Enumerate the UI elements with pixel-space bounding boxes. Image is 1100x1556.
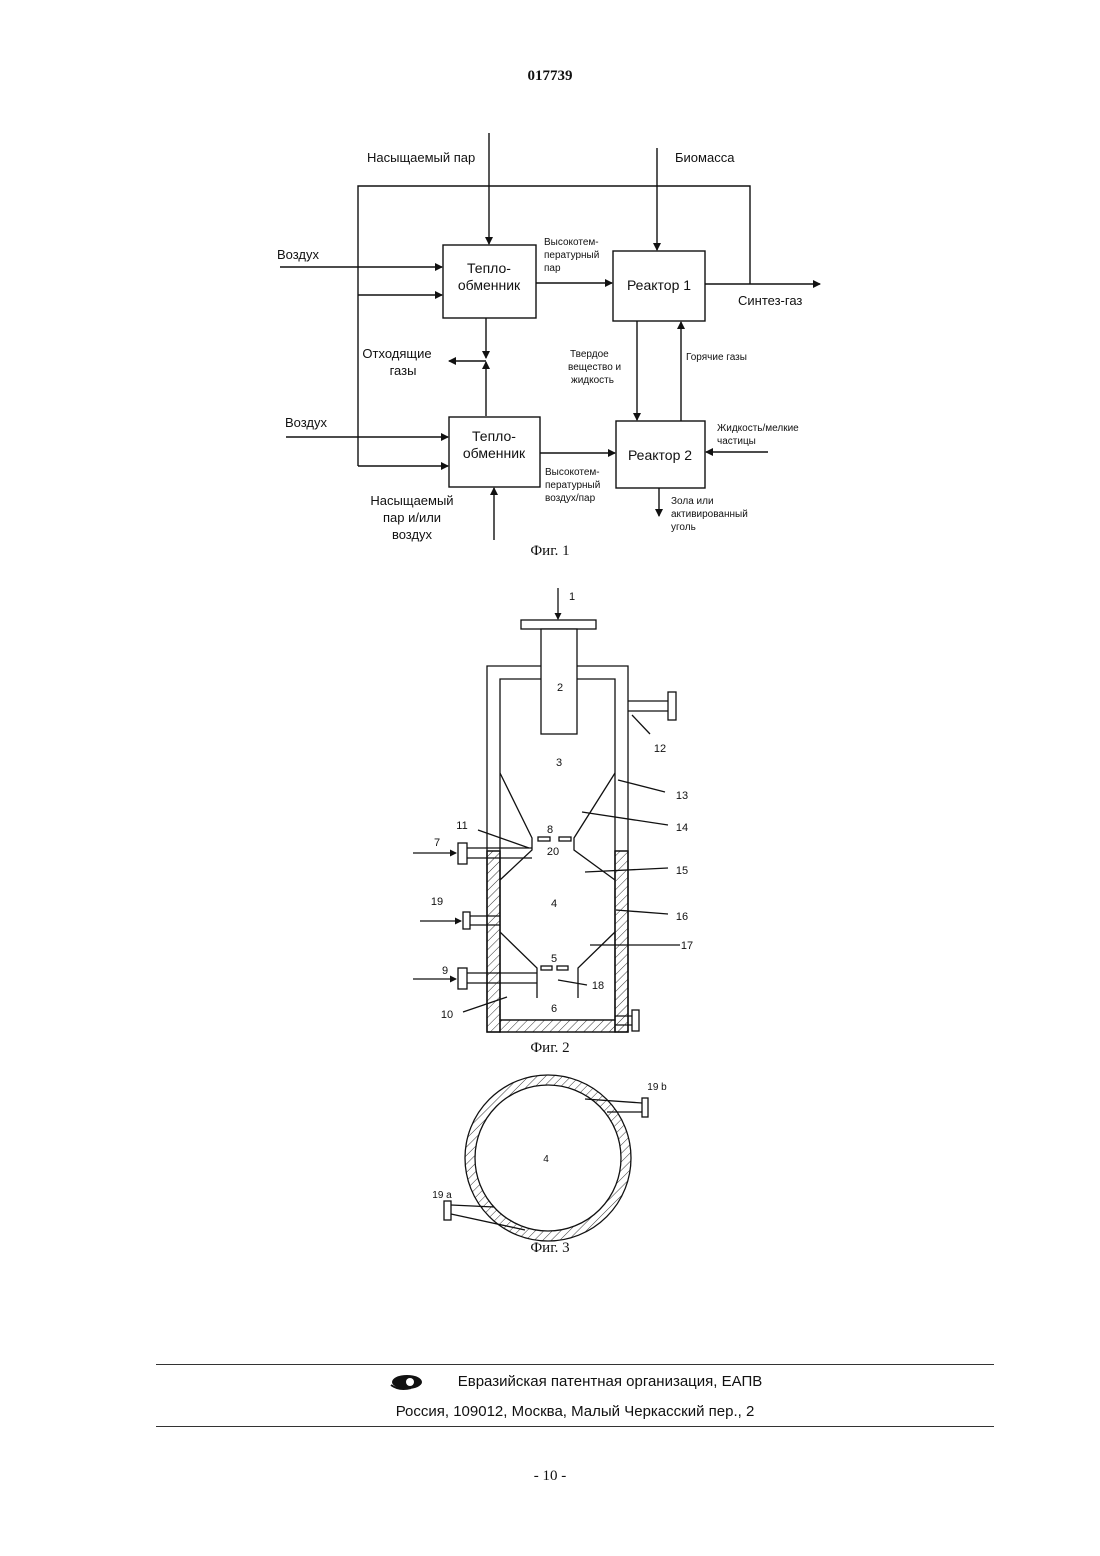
part-15: 15 <box>676 865 688 877</box>
label-exhaust-2: газы <box>390 363 417 378</box>
part-18: 18 <box>592 980 604 992</box>
hx-bottom-label-2: обменник <box>463 445 526 461</box>
label-ash-2: активированный <box>671 509 748 520</box>
part-14: 14 <box>676 822 688 834</box>
label-solid-2: вещество и <box>568 362 621 373</box>
reactor2-label: Реактор 2 <box>628 447 692 463</box>
figure-1-flow-diagram: Тепло- обменник Реактор 1 Тепло- обменни… <box>0 0 1100 560</box>
hx-bottom-label-1: Тепло- <box>472 428 516 444</box>
label-sat-steam-air-2: пар и/или <box>383 510 441 525</box>
footer-bottom-rule <box>156 1426 994 1427</box>
part-7: 7 <box>434 837 440 849</box>
part-17: 17 <box>681 940 693 952</box>
part-6: 6 <box>551 1003 557 1015</box>
part-12: 12 <box>654 743 666 755</box>
label-hot-air-2: пературный <box>545 480 600 491</box>
part-19: 19 <box>431 896 443 908</box>
label-saturated-steam: Насыщаемый пар <box>367 150 475 165</box>
part-8: 8 <box>547 824 553 836</box>
part-1: 1 <box>569 591 575 603</box>
part-4: 4 <box>551 898 557 910</box>
label-liquid-1: Жидкость/мелкие <box>717 423 799 434</box>
reactor1-label: Реактор 1 <box>627 277 691 293</box>
part-11: 11 <box>456 820 467 832</box>
part-9: 9 <box>442 965 448 977</box>
figure-2-caption: Фиг. 2 <box>490 1040 610 1057</box>
label-syngas: Синтез-газ <box>738 293 802 308</box>
fig3-label-4: 4 <box>543 1154 549 1165</box>
label-air-bottom: Воздух <box>285 415 328 430</box>
label-ash-1: Зола или <box>671 496 714 507</box>
figure-1-caption: Фиг. 1 <box>490 543 610 560</box>
label-solid-3: жидкость <box>571 375 614 386</box>
label-liquid-2: частицы <box>717 436 756 447</box>
label-hot-air-3: воздух/пар <box>545 493 596 504</box>
fig3-label-19b: 19 b <box>647 1082 667 1093</box>
fig3-label-19a: 19 a <box>432 1190 452 1201</box>
part-3: 3 <box>556 757 562 769</box>
label-solid-1: Твердое <box>570 349 609 360</box>
part-16: 16 <box>676 911 688 923</box>
label-sat-steam-air-1: Насыщаемый <box>370 493 453 508</box>
footer-organization: Евразийская патентная организация, ЕАПВ <box>300 1373 920 1390</box>
label-hot-steam-1: Высокотем- <box>544 237 599 248</box>
label-hot-steam-3: пар <box>544 263 561 274</box>
page-number: - 10 - <box>0 1468 1100 1485</box>
footer-address: Россия, 109012, Москва, Малый Черкасский… <box>156 1403 994 1420</box>
label-hot-air-1: Высокотем- <box>545 467 600 478</box>
part-20: 20 <box>547 846 559 858</box>
figure-3-cross-section: 4 19 b 19 a <box>0 1070 1100 1245</box>
label-ash-3: уголь <box>671 522 696 533</box>
figure-2-reactor-drawing: 1 2 3 4 5 6 7 8 9 10 11 12 13 14 15 16 1… <box>0 580 1100 1050</box>
label-hot-steam-2: пературный <box>544 250 599 261</box>
hx-top-label-2: обменник <box>458 277 521 293</box>
label-biomass: Биомасса <box>675 150 735 165</box>
label-sat-steam-air-3: воздух <box>392 527 433 542</box>
footer-top-rule <box>156 1364 994 1365</box>
part-13: 13 <box>676 790 688 802</box>
label-hot-gases: Горячие газы <box>686 352 747 363</box>
part-5: 5 <box>551 953 557 965</box>
part-10: 10 <box>441 1009 453 1021</box>
figure-3-caption: Фиг. 3 <box>490 1240 610 1257</box>
hx-top-label-1: Тепло- <box>467 260 511 276</box>
label-exhaust-1: Отходящие <box>362 346 431 361</box>
part-2: 2 <box>557 682 563 694</box>
label-air-top: Воздух <box>277 247 320 262</box>
